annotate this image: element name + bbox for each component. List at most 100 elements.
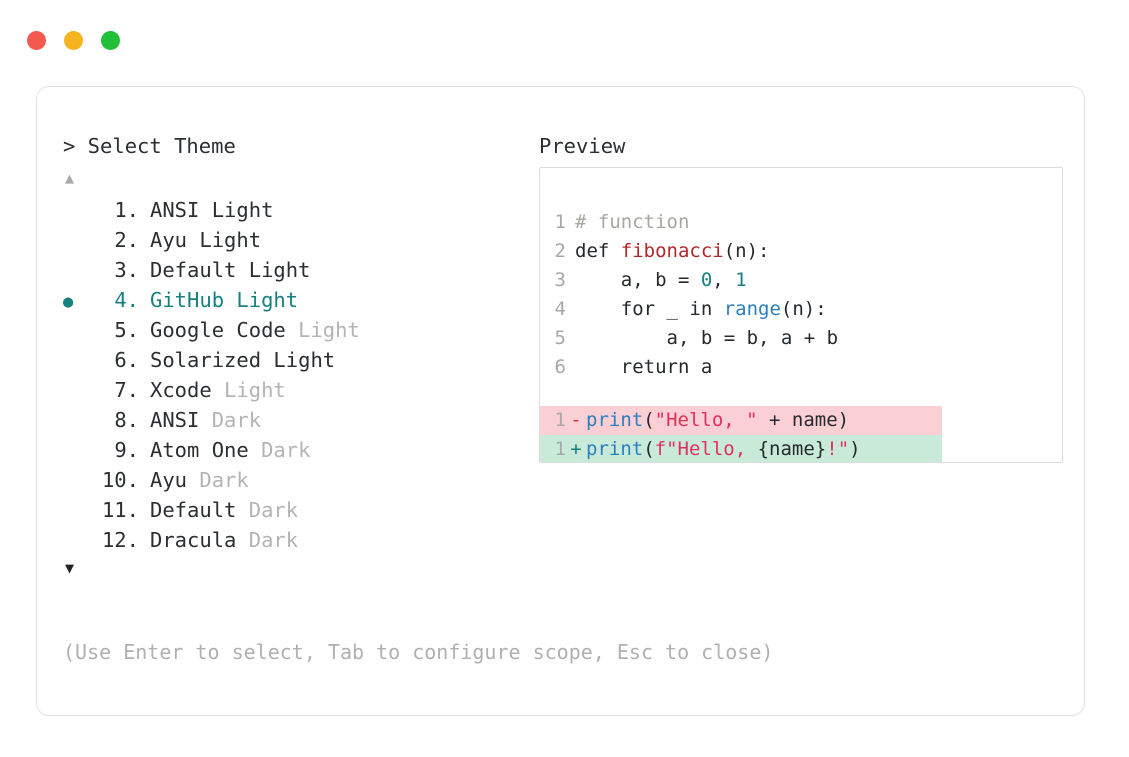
diff-removed-line: 1-print("Hello, " + name) [540, 406, 942, 435]
code-token: !" [826, 438, 850, 460]
theme-item-variant: Dark [236, 528, 299, 552]
window-traffic-lights [27, 31, 120, 50]
theme-item-index: 6. [114, 348, 139, 372]
theme-item-variant: Light [236, 258, 311, 282]
theme-list-item[interactable]: 3.Default Light [63, 255, 533, 285]
code-token: 0 [700, 269, 713, 291]
theme-item-variant: Light [261, 348, 336, 372]
code-line-number: 3 [554, 269, 566, 291]
theme-list-item[interactable]: 1. ANSI Light [63, 195, 533, 225]
scroll-down-arrow-icon[interactable]: ▼ [65, 559, 75, 577]
minimize-window-button[interactable] [64, 31, 83, 50]
theme-list-item[interactable]: 5. Google Code Light [63, 315, 533, 345]
code-line: 1 # function [540, 208, 1062, 237]
diff-line-text: print(f"Hello, {name}!") [586, 435, 861, 462]
code-line: 4 for _ in range(n): [540, 295, 1062, 324]
code-token: + name) [757, 409, 850, 431]
theme-picker-card: > Select Theme ▲ 1. ANSI Light 2.Ayu Ligh… [36, 86, 1085, 716]
theme-item-variant: Light [211, 378, 286, 402]
diff-block: 1-print("Hello, " + name)1+print(f"Hello… [540, 406, 1062, 462]
theme-item-name: GitHub [150, 288, 225, 312]
bullet-placeholder [63, 317, 93, 347]
code-token: ( [643, 438, 655, 460]
theme-list-item[interactable]: 12. Dracula Dark [63, 525, 533, 555]
code-line-text: # function [566, 208, 689, 237]
selected-bullet-icon: ● [63, 292, 74, 312]
theme-item-name: Google Code [150, 318, 286, 342]
code-line-text: a, b = 0, 1 [566, 266, 747, 295]
theme-item-variant: Dark [248, 438, 311, 462]
code-token: (n): [723, 240, 770, 262]
code-token: {name} [757, 438, 827, 460]
code-token: , [712, 269, 736, 291]
maximize-window-button[interactable] [101, 31, 120, 50]
diff-sign: - [570, 409, 582, 431]
scroll-up-arrow-icon[interactable]: ▲ [65, 169, 75, 187]
theme-item-index: 4. [114, 288, 139, 312]
theme-item-index: 8. [114, 408, 139, 432]
theme-item-index: 9. [114, 438, 139, 462]
theme-item-name: Atom One [150, 438, 249, 462]
code-line-text: a, b = b, a + b [566, 324, 839, 353]
theme-item-variant: Light [285, 318, 360, 342]
theme-item-name: Ayu [150, 228, 188, 252]
bullet-placeholder [63, 407, 93, 437]
bullet-placeholder [63, 227, 93, 257]
code-token: for _ in [575, 298, 724, 320]
theme-list-item[interactable]: 8.ANSI Dark [63, 405, 533, 435]
theme-list[interactable]: 1.ANSI Light 2.Ayu Light 3.Default Light… [63, 195, 533, 555]
code-token: a, b = [575, 269, 701, 291]
theme-item-index: 3. [114, 258, 139, 282]
theme-item-index: 12. [101, 528, 139, 552]
code-line: 5 a, b = b, a + b [540, 324, 1062, 353]
code-token: ( [643, 409, 655, 431]
bullet-placeholder [63, 197, 93, 227]
theme-item-name: Solarized [150, 348, 262, 372]
diff-sign: + [570, 438, 582, 460]
theme-item-variant: Light [199, 198, 274, 222]
theme-selection-pane: > Select Theme ▲ 1. ANSI Light 2.Ayu Ligh… [63, 133, 533, 579]
code-line: 6 return a [540, 353, 1062, 382]
keyboard-hint: (Use Enter to select, Tab to configure s… [63, 640, 774, 664]
theme-item-name: Default [150, 498, 237, 522]
code-token: 1 [735, 269, 747, 291]
code-token: a, b = b, a + b [575, 327, 839, 349]
theme-list-item[interactable]: 9. Atom One Dark [63, 435, 533, 465]
theme-list-item[interactable]: 2.Ayu Light [63, 225, 533, 255]
bullet-placeholder [63, 347, 93, 377]
theme-list-item[interactable]: 10.Ayu Dark [63, 465, 533, 495]
bullet-placeholder [63, 257, 93, 287]
code-line-number: 1 [554, 211, 566, 233]
picker-columns: > Select Theme ▲ 1. ANSI Light 2.Ayu Ligh… [37, 87, 1084, 715]
bullet-placeholder [63, 527, 93, 557]
theme-item-index: 10. [101, 468, 139, 492]
code-line-text: return a [566, 353, 713, 382]
theme-item-index: 1. [114, 198, 139, 222]
code-token: print [586, 438, 644, 460]
theme-item-index: 5. [114, 318, 139, 342]
theme-list-item[interactable]: 7.Xcode Light [63, 375, 533, 405]
diff-added-line: 1+print(f"Hello, {name}!") [540, 435, 942, 462]
close-window-button[interactable] [27, 31, 46, 50]
theme-list-item[interactable]: 6. Solarized Light [63, 345, 533, 375]
code-token: # function [575, 211, 690, 233]
theme-item-variant: Dark [236, 498, 299, 522]
code-line-number: 4 [554, 298, 566, 320]
code-line-number: 2 [554, 240, 566, 262]
theme-item-index: 11. [101, 498, 139, 522]
theme-item-name: Dracula [150, 528, 237, 552]
code-token: ) [849, 438, 861, 460]
theme-item-name: ANSI [150, 198, 200, 222]
theme-item-variant: Light [224, 288, 299, 312]
bullet-placeholder [63, 377, 93, 407]
select-theme-title: > Select Theme [63, 134, 236, 158]
bullet-placeholder [63, 467, 93, 497]
theme-list-item[interactable]: ● 4. GitHub Light [63, 285, 533, 315]
code-token: def [575, 240, 621, 262]
code-diff-spacer [540, 382, 1062, 406]
code-token: return a [575, 356, 713, 378]
theme-list-item[interactable]: 11. Default Dark [63, 495, 533, 525]
